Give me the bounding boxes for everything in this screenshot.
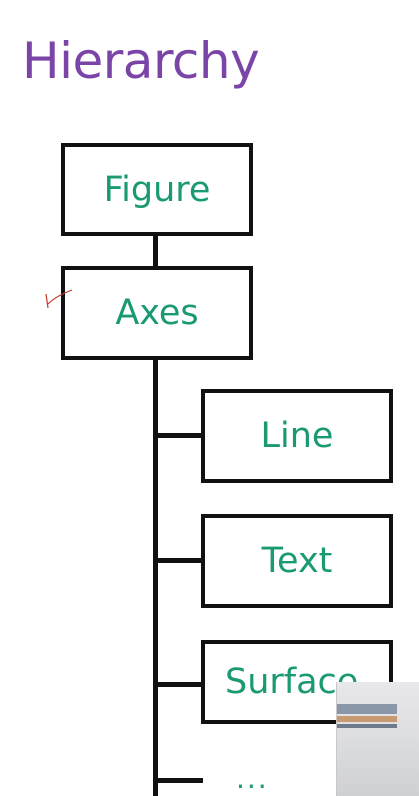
more-items-ellipsis: ...: [236, 762, 269, 795]
thumbnail-band: [337, 704, 397, 714]
node-line: Line: [201, 389, 393, 483]
node-text-label: Text: [261, 541, 333, 581]
node-axes: Axes: [61, 266, 253, 360]
node-axes-label: Axes: [115, 293, 199, 333]
connector-figure-axes: [153, 234, 158, 266]
pen-annotation-mark: [45, 289, 73, 309]
branch-surface: [153, 682, 203, 687]
slide-title: Hierarchy: [22, 32, 260, 90]
node-figure: Figure: [61, 143, 253, 236]
video-thumbnail[interactable]: [336, 682, 419, 796]
node-text: Text: [201, 514, 393, 608]
thumbnail-band: [337, 716, 397, 722]
branch-text: [153, 558, 203, 563]
node-line-label: Line: [260, 416, 334, 456]
node-figure-label: Figure: [103, 169, 211, 210]
branch-line: [153, 433, 203, 438]
trunk-line: [153, 358, 158, 796]
thumbnail-band: [337, 724, 397, 728]
branch-more: [153, 778, 203, 783]
